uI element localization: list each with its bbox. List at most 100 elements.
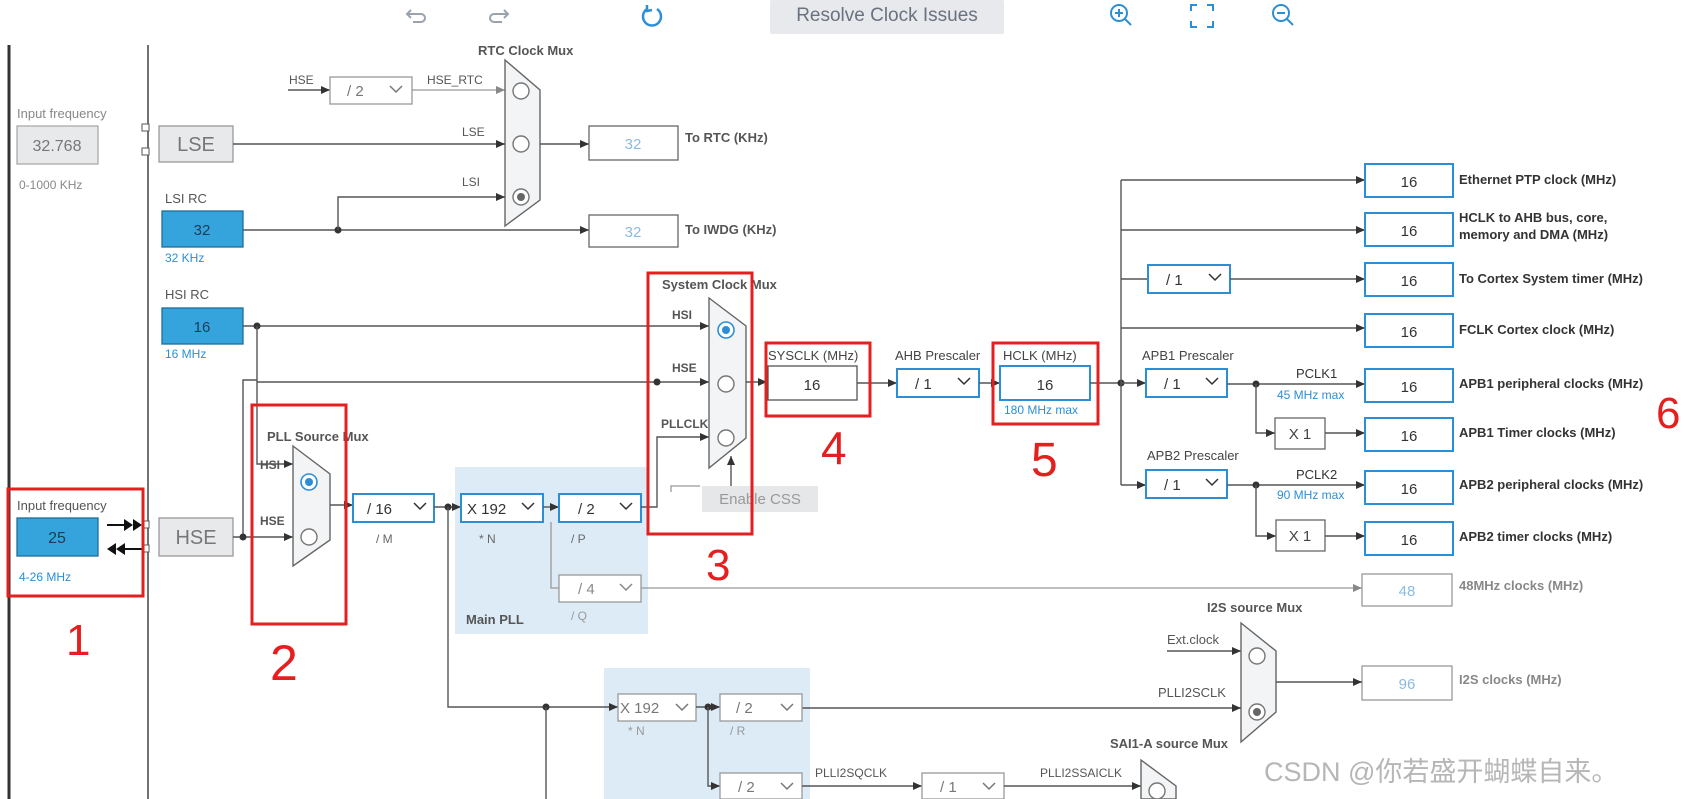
sysclk-value: 16 [804,377,821,394]
pll-src-radio-hse[interactable] [300,528,318,546]
plli2s-q-divider-select[interactable] [719,772,803,799]
rtc-hse-label: HSE [289,73,314,87]
i2s-source-mux-label: I2S source Mux [1207,600,1303,615]
i2s-source-mux [1240,621,1277,744]
i2s-ext-clock-label: Ext.clock [1167,632,1220,647]
apb2-prescaler-value: / 1 [1164,477,1181,494]
apb2-prescaler-select[interactable] [1145,469,1228,499]
svg-text:16: 16 [1401,273,1418,290]
zoom-in-button[interactable] [1106,1,1136,31]
svg-text:48MHz clocks (MHz): 48MHz clocks (MHz) [1459,578,1583,593]
iwdg-output-box [588,214,679,248]
sysmux-hsi-label: HSI [672,308,692,322]
undo-button[interactable] [403,2,431,30]
svg-text:I2S clocks (MHz): I2S clocks (MHz) [1459,672,1562,687]
sysmux-radio-hse[interactable] [717,375,735,393]
plli2s-r-divider-select[interactable] [719,693,803,722]
chevron-down-icon [389,85,403,94]
chevron-down-icon [413,502,427,511]
pclk1-max-label: 45 MHz max [1277,388,1344,402]
plli2s-q-value: / 2 [738,779,755,796]
annotation-box-1 [6,487,145,598]
pll-source-mux-label: PLL Source Mux [267,429,369,444]
zoom-in-icon [1110,4,1132,26]
redo-button[interactable] [484,2,512,30]
svg-text:APB2 timer clocks (MHz): APB2 timer clocks (MHz) [1459,529,1612,544]
resolve-clock-issues-button[interactable]: Resolve Clock Issues [770,0,1004,34]
svg-text:16: 16 [1401,379,1418,396]
undo-icon [405,9,426,23]
rtc-divider-value: / 2 [347,83,364,100]
enable-css-button[interactable] [702,486,818,512]
chevron-down-icon [780,703,794,712]
ahb-prescaler-value: / 1 [915,376,932,393]
chevron-down-icon [1205,377,1219,386]
hse-frequency-input[interactable] [16,517,99,557]
zoom-out-button[interactable] [1268,1,1298,31]
sai-mux-radio[interactable] [1148,782,1166,799]
rtc-mux-label: RTC Clock Mux [478,43,574,58]
rtc-output-box [588,125,679,161]
cortex-timer-divider-select[interactable] [1147,264,1231,294]
lse-frequency-input[interactable] [16,125,99,165]
pll-m-label: / M [376,532,393,546]
apb1-prescaler-label: APB1 Prescaler [1142,348,1234,363]
hse-frequency-value: 25 [48,530,66,547]
pclk2-label: PCLK2 [1296,467,1337,482]
annotation-box-2 [250,403,348,626]
sysmux-radio-pllclk[interactable] [717,429,735,447]
ahb-prescaler-select[interactable] [896,368,980,398]
rtc-divider-select[interactable] [329,76,413,105]
plli2s-sai-divider-select[interactable] [921,772,1005,799]
fit-screen-button[interactable] [1187,1,1217,31]
pll-q-label: / Q [571,609,587,623]
svg-text:APB1 peripheral clocks (MHz): APB1 peripheral clocks (MHz) [1459,376,1643,391]
output-apb1-peripheral: 16 APB1 peripheral clocks (MHz) [1364,368,1643,403]
pll-src-hse-label: HSE [260,514,285,528]
plli2sclk-label: PLLI2SCLK [1158,685,1226,700]
apb1-prescaler-select[interactable] [1145,368,1228,398]
hclk-value: 16 [1037,377,1054,394]
apb1-prescaler-value: / 1 [1164,376,1181,393]
svg-text:FCLK Cortex clock (MHz): FCLK Cortex clock (MHz) [1459,322,1614,337]
plli2s-sai-div-value: / 1 [940,779,957,796]
annotation-box-5 [991,341,1100,426]
refresh-button[interactable] [638,2,666,30]
hse-rtc-label: HSE_RTC [427,73,483,87]
pll-n-value: X 192 [467,501,506,518]
plli2s-r-label: / R [730,724,746,738]
i2s-mux-radio-ext[interactable] [1248,647,1266,665]
annotation-number-4: 4 [821,422,847,474]
annotation-number-1: 1 [66,616,90,665]
sysmux-pllclk-label: PLLCLK [661,417,709,431]
output-i2s: 96 I2S clocks (MHz) [1361,665,1562,701]
lsi-unit: 32 KHz [165,251,204,265]
lse-range-label: 0-1000 KHz [19,178,82,192]
rtc-lsi-wire-label: LSI [462,175,480,189]
chevron-down-icon [1205,478,1219,487]
svg-text:16: 16 [1401,223,1418,240]
output-hclk-ahb: 16 HCLK to AHB bus, core, memory and DMA… [1364,210,1608,247]
output-apb2-timer: 16 APB2 timer clocks (MHz) [1364,521,1612,556]
plli2sqclk-label: PLLI2SQCLK [815,766,887,780]
pll-q-divider-select[interactable] [558,574,642,603]
iwdg-output-value: 32 [625,224,642,241]
rtc-mux-radio-hse[interactable] [512,82,530,100]
hsi-rc-block [161,307,244,345]
lse-input-frequency-label: Input frequency [17,106,107,121]
pll-p-label: / P [571,532,586,546]
chevron-down-icon [780,782,794,791]
sai1a-source-mux-label: SAI1-A source Mux [1110,736,1229,751]
iwdg-output-label: To IWDG (KHz) [685,222,776,237]
svg-text:16: 16 [1401,481,1418,498]
chevron-down-icon [675,703,689,712]
pclk2-max-label: 90 MHz max [1277,488,1344,502]
chevron-down-icon [1208,273,1222,282]
svg-text:48: 48 [1399,583,1416,600]
rtc-output-value: 32 [625,136,642,153]
output-fclk-cortex: 16 FCLK Cortex clock (MHz) [1364,313,1614,348]
svg-text:To Cortex System timer (MHz): To Cortex System timer (MHz) [1459,271,1643,286]
plli2s-n-multiplier-select[interactable] [617,693,697,722]
rtc-mux-radio-lse[interactable] [512,135,530,153]
pll-p-divider-select[interactable] [558,493,642,523]
